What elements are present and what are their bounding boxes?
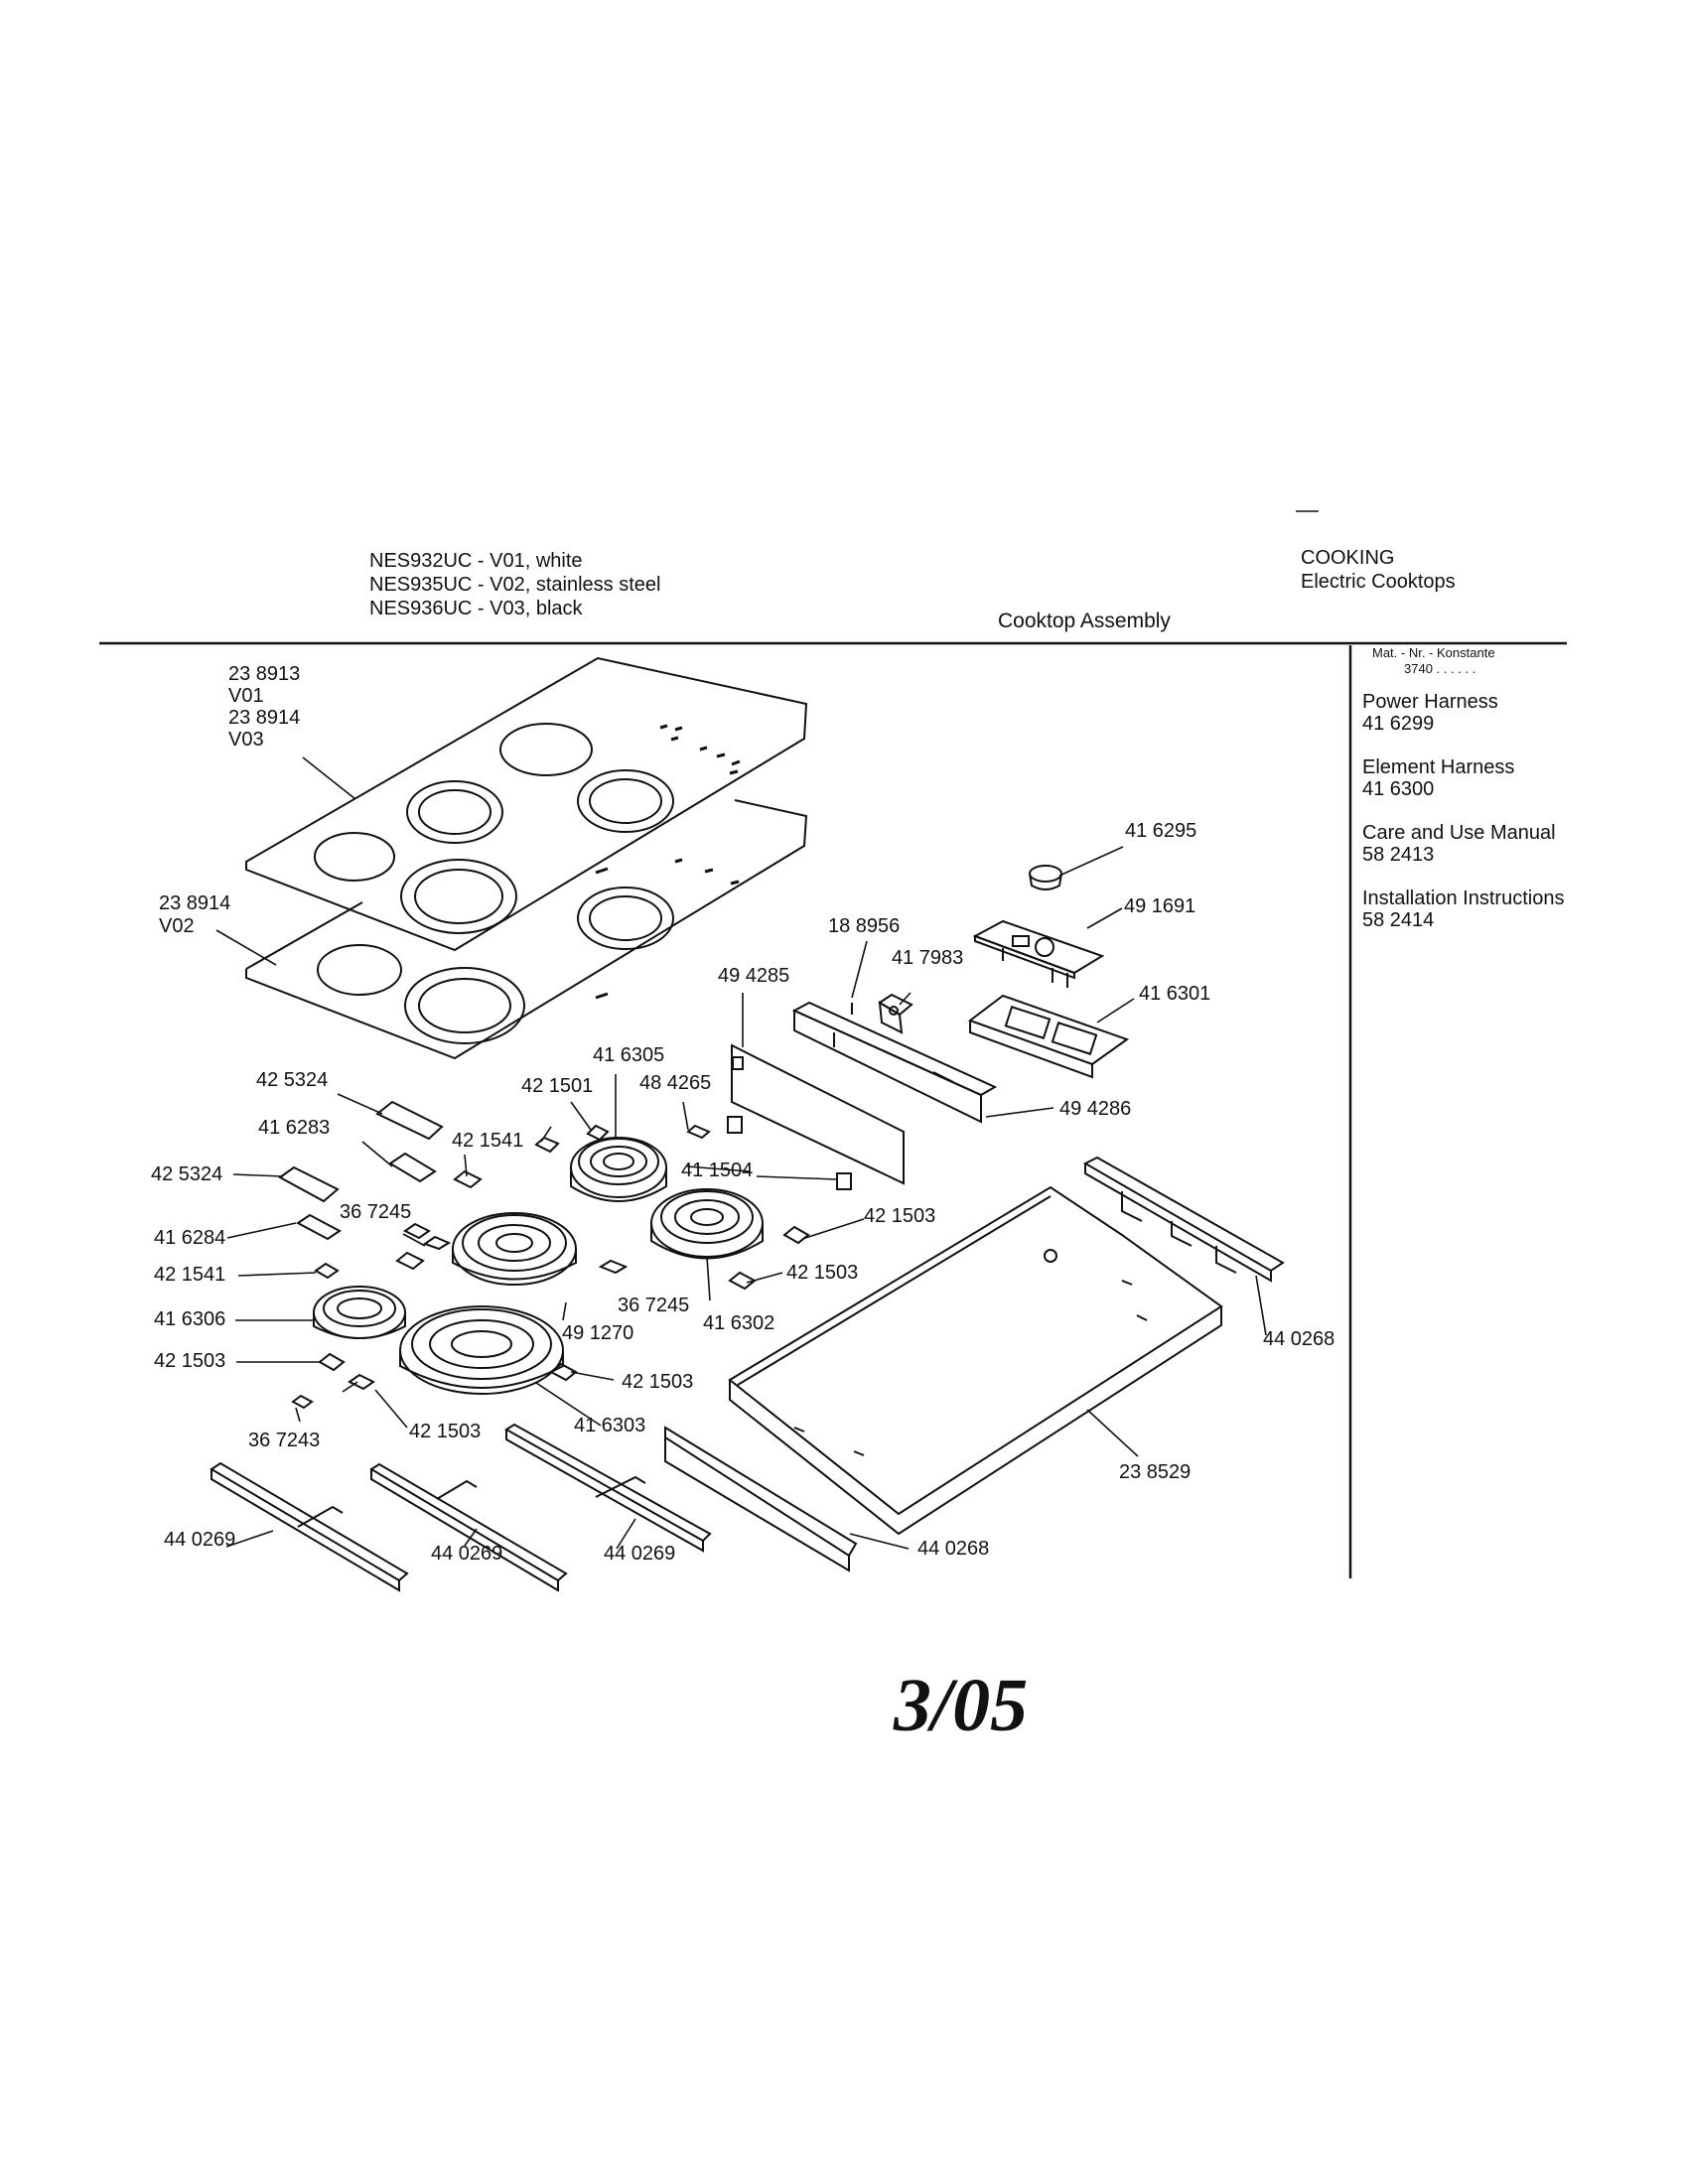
part-label: 23 8914 [228, 707, 301, 729]
part-label: 41 6303 [574, 1415, 646, 1436]
part-label: 49 4285 [718, 965, 790, 987]
sidebar-item-name: Power Harness [1362, 691, 1498, 713]
part-label: 49 1691 [1124, 895, 1196, 917]
rear-shield [731, 1043, 905, 1185]
part-label: 41 6305 [593, 1044, 665, 1066]
part-label: 42 1503 [786, 1262, 859, 1284]
part-label: 41 6283 [258, 1117, 331, 1139]
page-title: Cooktop Assembly [998, 610, 1171, 632]
part-label: 41 6306 [154, 1308, 226, 1330]
control-housing [967, 994, 1130, 1079]
part-label: 41 7983 [892, 947, 964, 969]
part-label: V03 [228, 729, 264, 751]
cooktop-glass-v02 [245, 799, 808, 1060]
sidebar-item: Power Harness 41 6299 [1362, 691, 1564, 735]
control-knob [1029, 865, 1062, 890]
part-label: 42 5324 [256, 1069, 329, 1091]
part-label: V01 [228, 685, 264, 707]
part-label: 18 8956 [828, 915, 901, 937]
part-label: 23 8914 [159, 892, 231, 914]
control-board [972, 919, 1105, 988]
part-label: 41 6301 [1139, 983, 1211, 1005]
model-list: NES932UC - V01, white NES935UC - V02, st… [369, 549, 660, 620]
part-label: 41 6284 [154, 1227, 226, 1249]
model-line: NES935UC - V02, stainless steel [369, 574, 661, 596]
support-rail [210, 1461, 409, 1592]
connector [727, 1116, 743, 1134]
part-label: 42 1541 [452, 1130, 524, 1152]
part-label: 41 1504 [681, 1160, 754, 1181]
part-label: 42 1503 [622, 1371, 694, 1393]
mounting-bracket [278, 1100, 444, 1241]
part-label: 36 7245 [340, 1201, 412, 1223]
part-label: 44 0269 [431, 1543, 503, 1565]
clip [291, 1124, 810, 1410]
sidebar-item-name: Care and Use Manual [1362, 822, 1556, 844]
part-label: 41 6295 [1125, 820, 1197, 842]
subcategory-label: Electric Cooktops [1301, 571, 1456, 593]
category-label: COOKING [1301, 547, 1395, 569]
mat-label: Mat. - Nr. - Konstante [1372, 645, 1495, 660]
sidebar-item-number: 41 6300 [1362, 778, 1435, 800]
revision-date: 3/05 [894, 1664, 1029, 1747]
part-label: 23 8913 [228, 663, 301, 685]
part-label: 42 1501 [521, 1075, 594, 1097]
part-label: 41 6302 [703, 1312, 775, 1334]
part-label: 49 1270 [562, 1322, 634, 1344]
sidebar-item-number: 41 6299 [1362, 713, 1435, 735]
part-label: 23 8529 [1119, 1461, 1192, 1483]
switch [878, 993, 913, 1034]
part-label: 36 7243 [248, 1430, 321, 1451]
model-line: NES932UC - V01, white [369, 550, 583, 572]
part-label: 42 5324 [151, 1163, 223, 1185]
support-rail [504, 1423, 712, 1553]
leader-lines [215, 756, 1267, 1550]
part-label: V02 [159, 915, 195, 937]
connector [836, 1172, 852, 1190]
model-line: NES936UC - V03, black [369, 598, 583, 619]
front-rail [664, 1426, 858, 1572]
sidebar-item-name: Installation Instructions [1362, 887, 1565, 909]
part-label: 44 0268 [1263, 1328, 1335, 1350]
side-rail [1082, 1156, 1285, 1283]
part-label: 42 1503 [864, 1205, 936, 1227]
part-label: 42 1503 [409, 1421, 482, 1442]
heating-element [399, 1305, 564, 1395]
mat-value: 3740 . . . . . . [1404, 661, 1476, 676]
part-label: 44 0268 [917, 1538, 990, 1560]
part-label: 36 7245 [618, 1295, 690, 1316]
part-label: 49 4286 [1059, 1098, 1132, 1120]
sidebar: Mat. - Nr. - Konstante 3740 . . . . . . … [1362, 645, 1564, 953]
part-label: 42 1503 [154, 1350, 226, 1372]
sidebar-item-number: 58 2414 [1362, 909, 1435, 931]
heating-element [452, 1212, 577, 1286]
sidebar-item: Element Harness 41 6300 [1362, 756, 1564, 800]
part-label: 44 0269 [604, 1543, 676, 1565]
sidebar-item-name: Element Harness [1362, 756, 1515, 778]
burner-box [728, 1185, 1223, 1536]
heating-element [313, 1286, 406, 1339]
back-panel [791, 1001, 998, 1124]
heating-element [570, 1137, 667, 1202]
heating-element [650, 1188, 764, 1260]
sidebar-item: Installation Instructions 58 2414 [1362, 887, 1564, 931]
cooktop-glass-top [245, 656, 808, 952]
part-label: 44 0269 [164, 1529, 236, 1551]
part-label: 48 4265 [639, 1072, 712, 1094]
sidebar-item: Care and Use Manual 58 2413 [1362, 822, 1564, 866]
sidebar-item-number: 58 2413 [1362, 844, 1435, 866]
part-label: 42 1541 [154, 1264, 226, 1286]
support-rail [369, 1462, 568, 1592]
